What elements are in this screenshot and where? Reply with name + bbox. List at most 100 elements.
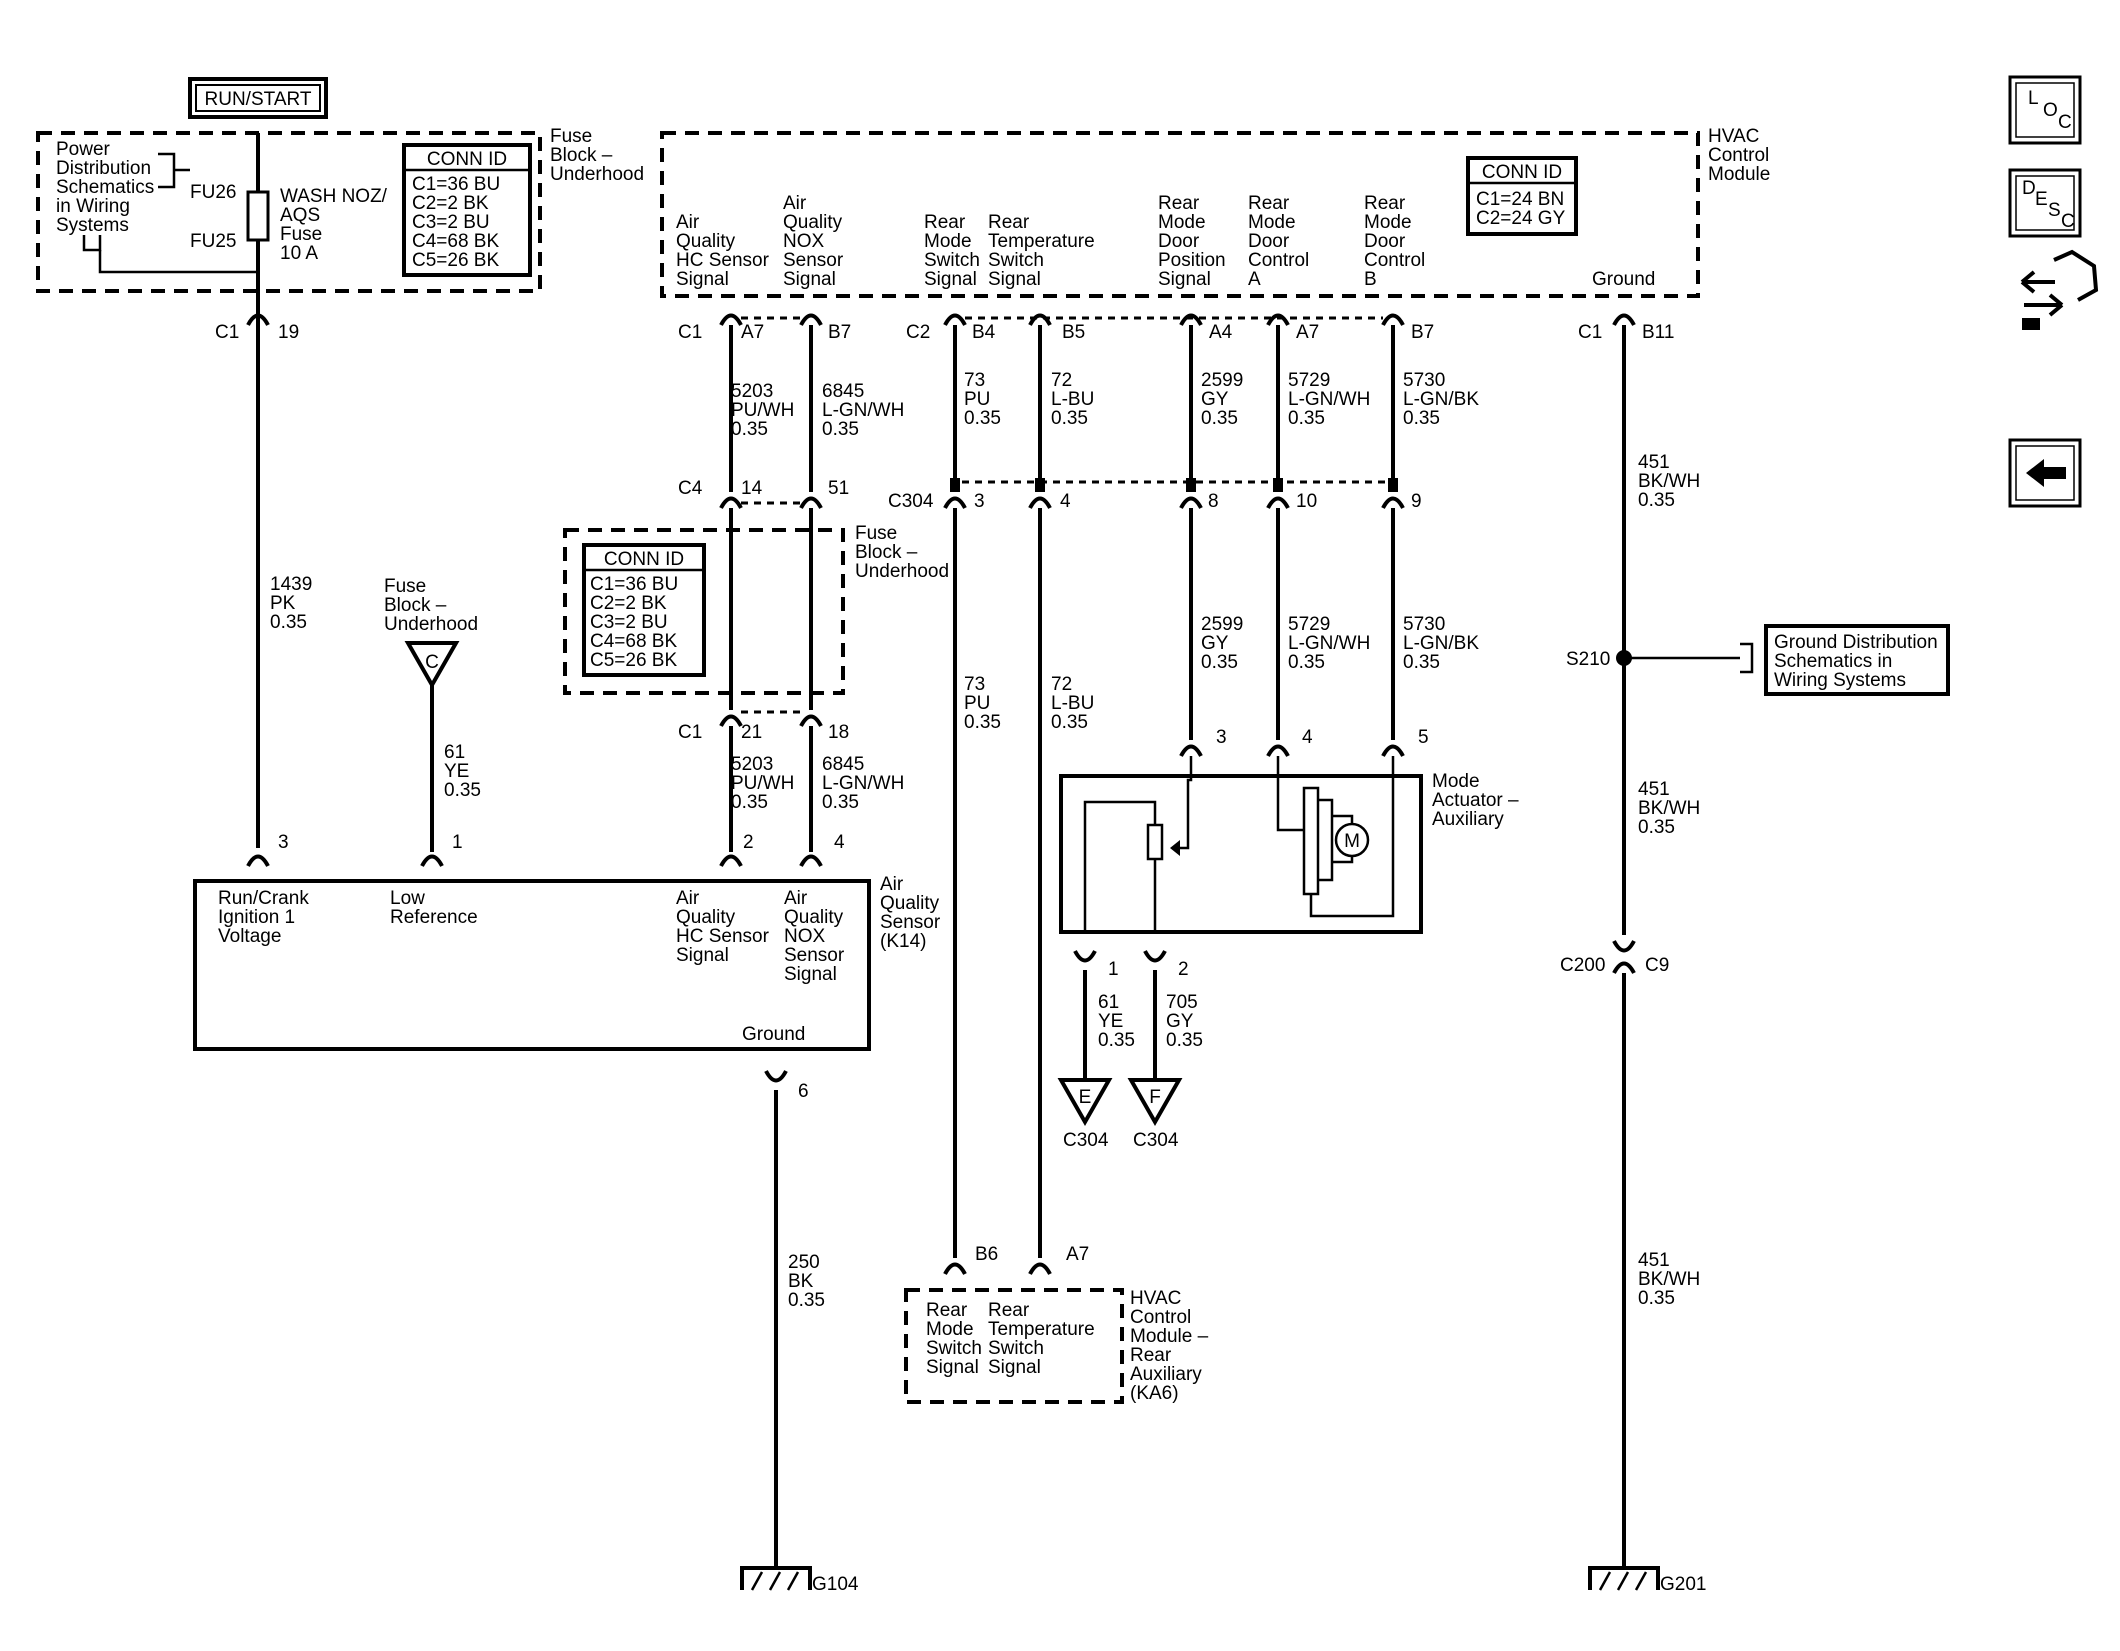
hvac-conn-id-box [1466, 156, 1578, 236]
svg-text:S210: S210 [1566, 649, 1610, 670]
svg-text:4: 4 [1060, 491, 1071, 512]
svg-text:Sensor: Sensor [783, 250, 844, 271]
svg-text:NOX: NOX [784, 926, 826, 947]
svg-text:Low: Low [390, 888, 425, 909]
svg-text:L-GN/BK: L-GN/BK [1403, 633, 1479, 654]
svg-text:A7: A7 [1066, 1244, 1089, 1265]
rear-aux-mode-switch-label: Rear Mode Switch Signal [926, 1300, 982, 1378]
rear-aux-module-label: HVAC Control Module – Rear Auxiliary (KA… [1130, 1288, 1209, 1404]
svg-text:Rear: Rear [1130, 1345, 1172, 1366]
rear-aux-temp-switch-label: Rear Temperature Switch Signal [988, 1300, 1095, 1378]
svg-text:G104: G104 [812, 1574, 859, 1595]
hvac-signal-rear-temp-switch: Rear Temperature Switch Signal [988, 212, 1095, 290]
svg-text:GY: GY [1166, 1011, 1194, 1032]
svg-text:Signal: Signal [784, 964, 837, 985]
loc-button[interactable]: L O C [2008, 75, 2082, 145]
svg-text:BK/WH: BK/WH [1638, 1269, 1700, 1290]
svg-text:Schematics: Schematics [56, 177, 154, 198]
wire-5729-label: 5729 [1288, 370, 1330, 391]
svg-text:Rear: Rear [988, 212, 1030, 233]
svg-text:PU/WH: PU/WH [731, 773, 794, 794]
svg-text:Quality: Quality [783, 212, 843, 233]
fuse-conn-id-box [402, 143, 532, 277]
ground-g201 [1588, 1566, 1660, 1591]
svg-text:Switch: Switch [924, 250, 980, 271]
svg-text:PK: PK [270, 593, 296, 614]
svg-text:C304: C304 [1063, 1130, 1109, 1151]
svg-text:PU: PU [964, 693, 990, 714]
svg-text:Quality: Quality [880, 893, 940, 914]
svg-text:Air: Air [880, 874, 904, 895]
left-arrow-icon [2026, 459, 2066, 487]
svg-text:Signal: Signal [926, 1357, 979, 1378]
aqs-low-ref-label: Low Reference [390, 888, 478, 928]
svg-text:S: S [2048, 200, 2061, 221]
connector-swap-icon[interactable] [2020, 249, 2099, 330]
back-arrow-button[interactable] [2008, 438, 2082, 508]
svg-text:3: 3 [1216, 727, 1227, 748]
svg-text:A7: A7 [1296, 322, 1319, 343]
wire-6845-label: 6845 [822, 381, 864, 402]
svg-text:C: C [425, 652, 439, 673]
svg-text:Rear: Rear [924, 212, 966, 233]
svg-text:C3=2 BU: C3=2 BU [412, 212, 490, 233]
svg-text:C2=2 BK: C2=2 BK [590, 593, 667, 614]
svg-text:5: 5 [1418, 727, 1429, 748]
svg-text:2599: 2599 [1201, 614, 1243, 635]
svg-text:B7: B7 [1411, 322, 1434, 343]
svg-text:0.35: 0.35 [731, 792, 768, 813]
svg-text:0.35: 0.35 [788, 1290, 825, 1311]
svg-text:Mode: Mode [1432, 771, 1480, 792]
svg-text:G201: G201 [1660, 1574, 1706, 1595]
svg-text:Signal: Signal [988, 1357, 1041, 1378]
power-distribution-label: Power Distribution Schematics in Wiring … [56, 139, 154, 236]
svg-text:Run/Crank: Run/Crank [218, 888, 309, 909]
svg-text:Wiring Systems: Wiring Systems [1774, 670, 1906, 691]
hvac-control-module [660, 131, 1700, 298]
svg-text:C1: C1 [678, 322, 702, 343]
fuse-block-label-top: Fuse Block – Underhood [550, 126, 644, 185]
svg-text:0.35: 0.35 [731, 419, 768, 440]
svg-text:Switch: Switch [988, 1338, 1044, 1359]
mode-actuator-auxiliary [1059, 774, 1423, 934]
fuse-block-c-label: Fuse Block – Underhood [384, 576, 478, 635]
svg-text:L-BU: L-BU [1051, 389, 1094, 410]
svg-text:0.35: 0.35 [1638, 1288, 1675, 1309]
svg-text:HVAC: HVAC [1708, 126, 1759, 147]
svg-text:Sensor: Sensor [880, 912, 941, 933]
svg-text:Block –: Block – [384, 595, 447, 616]
svg-text:705: 705 [1166, 992, 1198, 1013]
svg-text:1: 1 [1108, 959, 1119, 980]
svg-text:19: 19 [278, 322, 299, 343]
svg-text:YE: YE [444, 761, 469, 782]
svg-text:Underhood: Underhood [855, 561, 949, 582]
wire-73-label: 73 [964, 370, 985, 391]
svg-text:Control: Control [1364, 250, 1425, 271]
svg-text:C4: C4 [678, 478, 703, 499]
svg-text:Mode: Mode [1364, 212, 1412, 233]
c304-ref-e [1057, 1078, 1113, 1127]
hvac-signal-rear-mode-control-b: Rear Mode Door Control B [1364, 193, 1425, 290]
svg-text:Door: Door [1158, 231, 1200, 252]
svg-text:8: 8 [1208, 491, 1219, 512]
svg-text:1439: 1439 [270, 574, 312, 595]
svg-text:Actuator –: Actuator – [1432, 790, 1519, 811]
aqs-hc-label: Air Quality HC Sensor Signal [676, 888, 770, 966]
desc-button[interactable]: D E S C [2008, 168, 2082, 238]
svg-text:CONN ID: CONN ID [1482, 162, 1562, 183]
svg-text:Signal: Signal [676, 269, 729, 290]
svg-text:Voltage: Voltage [218, 926, 281, 947]
svg-text:18: 18 [828, 722, 849, 743]
svg-text:E: E [2035, 189, 2048, 210]
svg-text:B7: B7 [828, 322, 851, 343]
svg-text:0.35: 0.35 [964, 712, 1001, 733]
svg-text:Systems: Systems [56, 215, 129, 236]
svg-text:C304: C304 [1133, 1130, 1179, 1151]
svg-text:73: 73 [964, 674, 985, 695]
svg-text:Rear: Rear [1364, 193, 1406, 214]
svg-text:5729: 5729 [1288, 614, 1330, 635]
hvac-signal-rear-mode-control-a: Rear Mode Door Control A [1248, 193, 1309, 290]
svg-text:C1: C1 [678, 722, 702, 743]
fuse-bottom-label: FU25 [190, 231, 236, 252]
hvac-rear-auxiliary-ka6 [904, 1288, 1124, 1404]
